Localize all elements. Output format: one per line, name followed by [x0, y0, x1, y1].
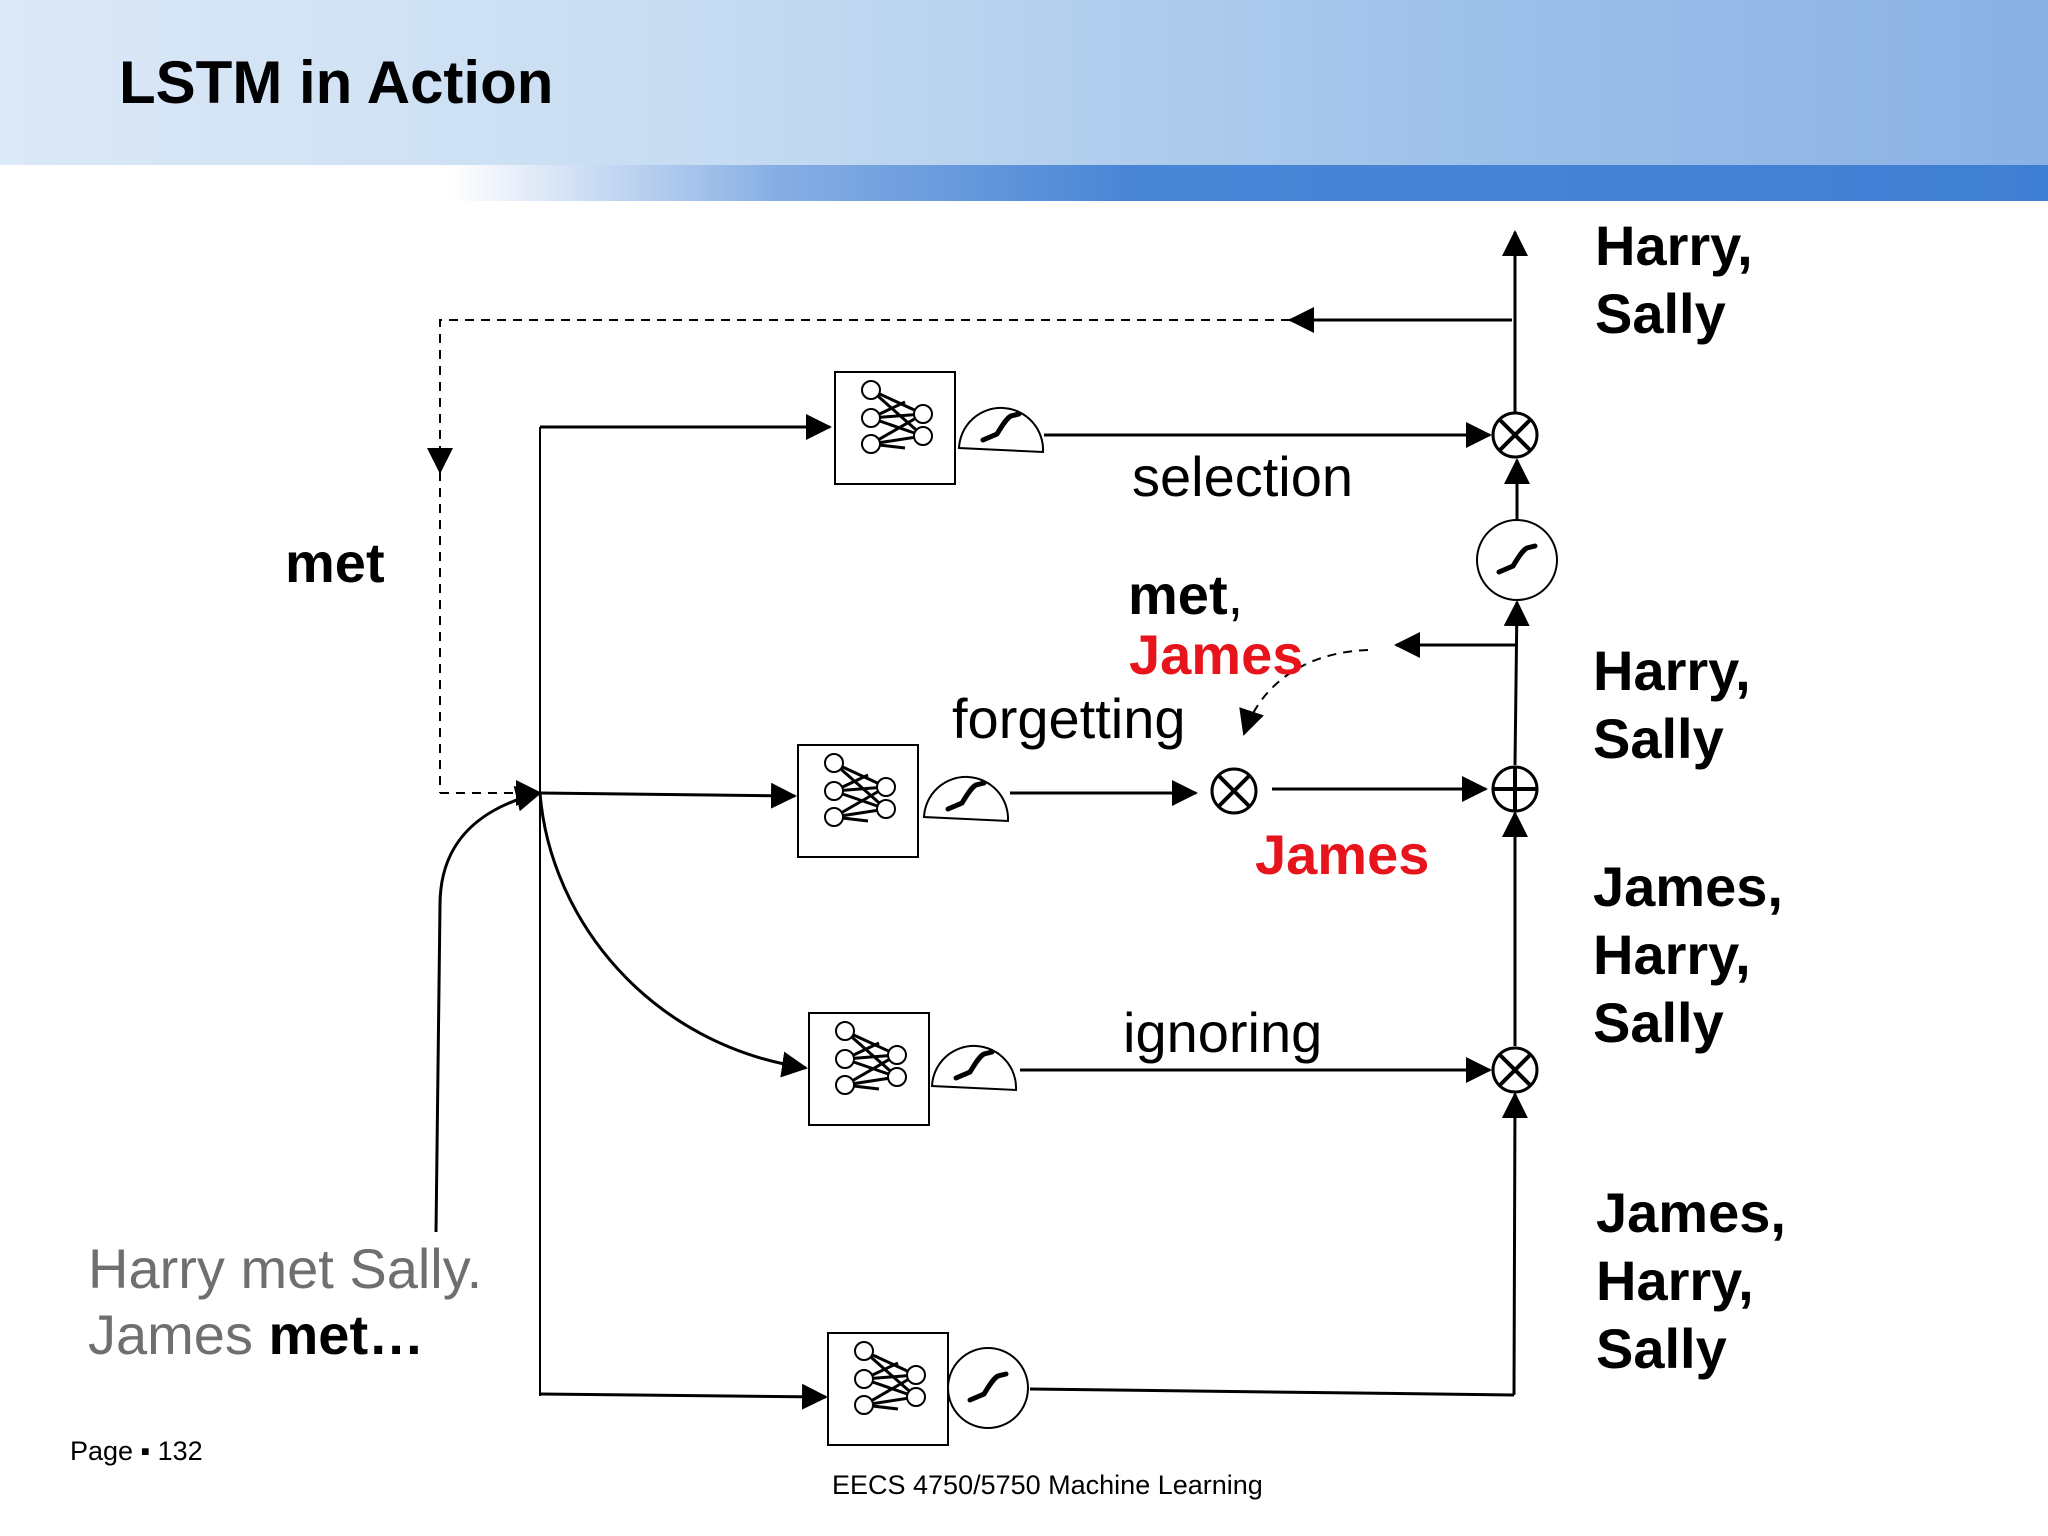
selection-label: selection [1132, 445, 1354, 508]
selection-network-icon [833, 370, 957, 486]
prediction-network-icon [826, 1331, 950, 1447]
ignoring-network-icon [807, 1011, 931, 1127]
after-forget-memory-state: Harry, Sally [1593, 639, 1751, 770]
input-path [434, 786, 542, 1233]
ignoring-label: ignoring [1123, 1001, 1323, 1064]
output-memory-state: Harry, Sally [1595, 214, 1753, 345]
prediction-squash-icon [948, 1348, 1028, 1428]
prediction-label-top: met, [1128, 563, 1244, 626]
title-banner-stripe [0, 165, 2048, 201]
gate-lines [1010, 422, 1515, 1397]
memory-feedback-dashed [1239, 649, 1369, 736]
ignoring-squash-icon [932, 1046, 1016, 1090]
output-squash-icon [1477, 520, 1557, 600]
input-word-label: met [285, 531, 385, 594]
new-memory-label: James [1255, 823, 1430, 886]
selection-multiply-icon [1491, 411, 1539, 459]
input-sentence: Harry met Sally. James met… [88, 1237, 483, 1366]
input-bus [538, 414, 832, 1410]
memory-spine [1394, 230, 1530, 1396]
page-title: LSTM in Action [119, 49, 554, 116]
course-footer: EECS 4750/5750 Machine Learning [832, 1470, 1263, 1500]
forgetting-squash-icon [924, 777, 1008, 821]
bottom-memory-state: James, Harry, Sally [1596, 1181, 1786, 1380]
forgetting-multiply-icon [1210, 767, 1258, 815]
ignoring-multiply-icon [1491, 1046, 1539, 1094]
page-number: Page ▪ 132 [70, 1436, 203, 1466]
before-forget-memory-state: James, Harry, Sally [1593, 855, 1783, 1054]
forgetting-network-icon [796, 743, 920, 859]
prediction-label-red: James [1129, 623, 1304, 686]
forgetting-label: forgetting [952, 687, 1186, 750]
selection-squash-icon [959, 408, 1043, 452]
add-plus-icon [1491, 765, 1539, 813]
